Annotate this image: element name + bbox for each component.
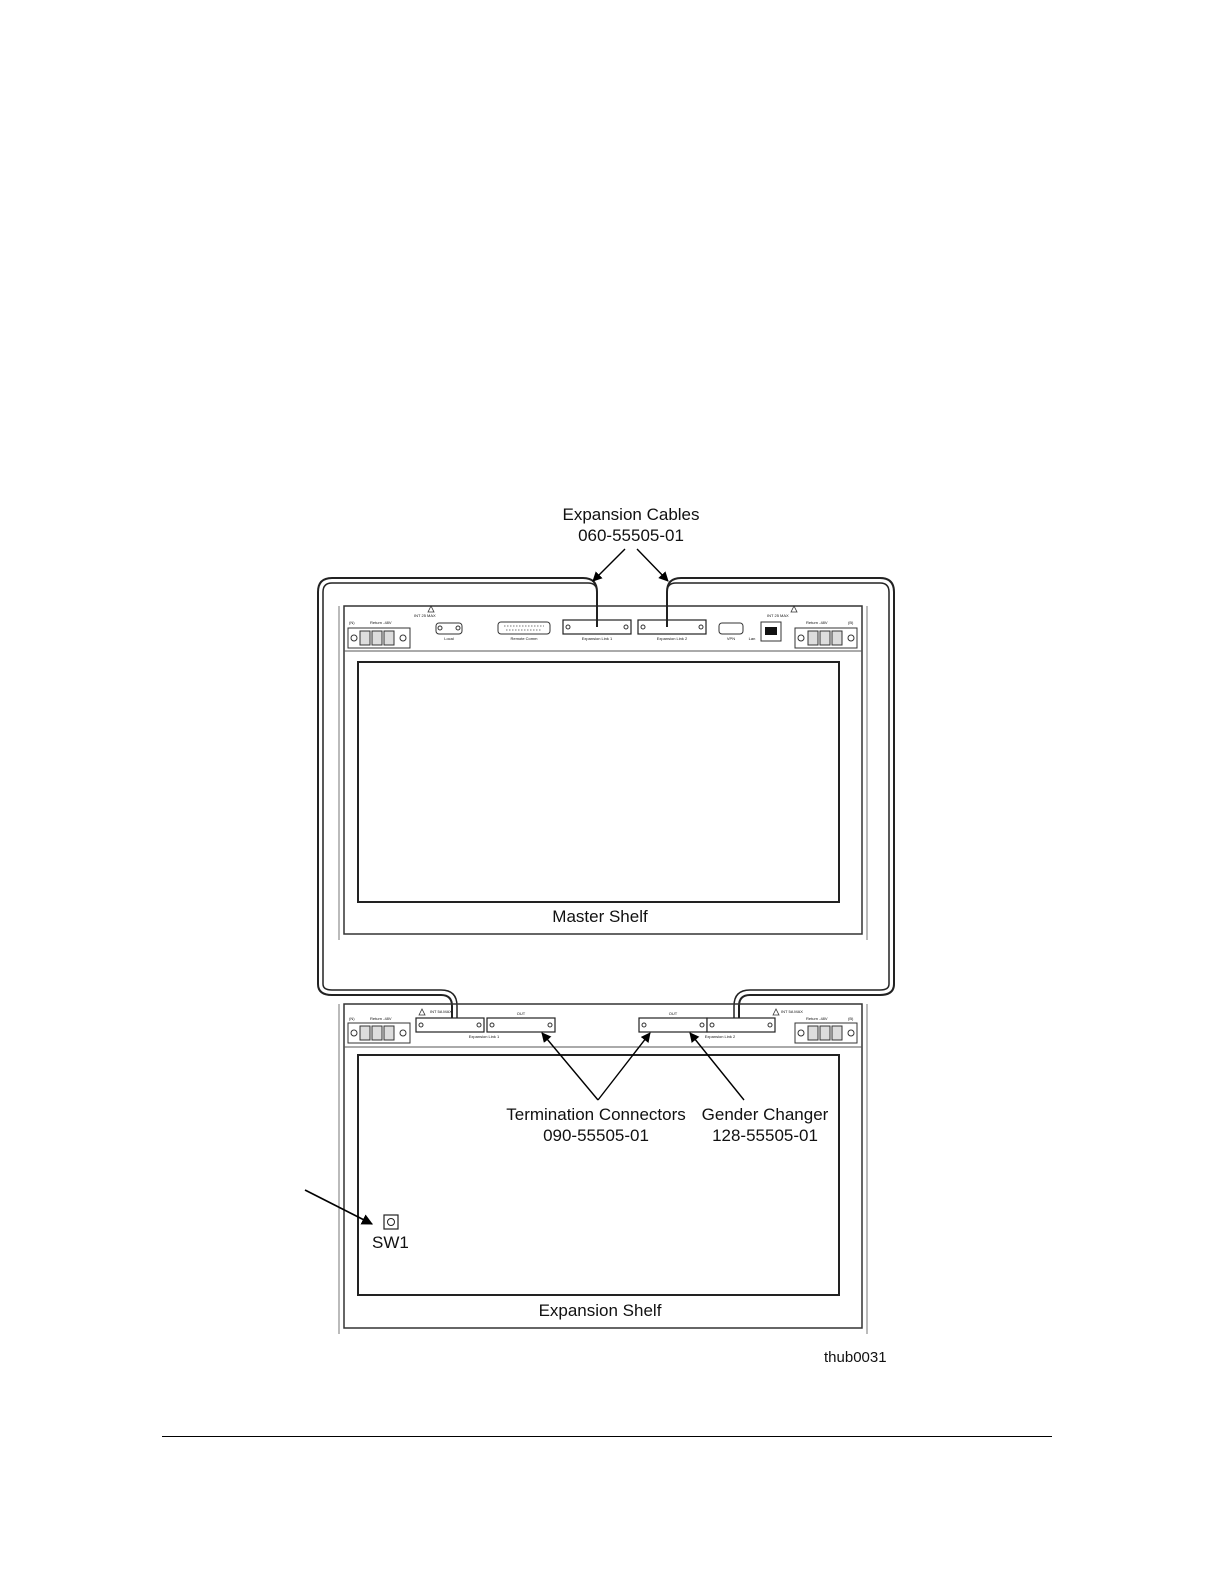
page-footer-rule bbox=[162, 1436, 1052, 1437]
expansion-link-1-port: Expansion Link 1 bbox=[415, 1017, 500, 1039]
expansion-cable-right bbox=[666, 577, 895, 1027]
master-remote-comm-port: Remote Comm bbox=[497, 621, 551, 641]
sw1-switch bbox=[383, 1214, 399, 1230]
power-terminal-label: Return -48V bbox=[806, 1016, 828, 1021]
gender-changer-title: Gender Changer bbox=[702, 1105, 829, 1124]
power-polarity-label: (B) bbox=[848, 1016, 854, 1021]
expansion-shelf-card-area bbox=[357, 1054, 840, 1296]
port-label: VPN bbox=[727, 636, 735, 641]
port-label: OUT bbox=[669, 1011, 678, 1016]
termination-connector-left: OUT bbox=[486, 1011, 556, 1033]
expansion-cables-title: Expansion Cables bbox=[562, 505, 699, 524]
expansion-cables-arrow-right bbox=[636, 548, 669, 582]
master-shelf: Master Shelf (N) Return -48V INT 25 MAX … bbox=[338, 605, 868, 940]
power-terminal-label: Return -48V bbox=[370, 1016, 392, 1021]
power-terminal-label: Return -48V bbox=[370, 620, 392, 625]
fuse-warning-label: INT 5A MAX bbox=[781, 1009, 803, 1014]
master-shelf-title: Master Shelf bbox=[552, 907, 648, 926]
sw1-callout: SW1 bbox=[304, 1189, 409, 1252]
termination-connectors-part: 090-55505-01 bbox=[543, 1126, 649, 1145]
port-label: Local bbox=[444, 636, 454, 641]
expansion-power-terminal-left: (N) Return -48V bbox=[347, 1016, 411, 1044]
port-label: Expansion Link 2 bbox=[657, 636, 688, 641]
expansion-shelf: Expansion Shelf (N) Return -48V INT 5A M… bbox=[338, 1003, 868, 1334]
master-power-terminal-left: (N) Return -48V bbox=[347, 620, 411, 649]
expansion-shelf-chassis bbox=[343, 1003, 863, 1329]
power-polarity-label: (B) bbox=[848, 620, 854, 625]
fuse-warning-label: INT 5A MAX bbox=[430, 1009, 452, 1014]
fuse-warning-label: INT 25 MAX bbox=[414, 613, 436, 618]
termination-arrow-left bbox=[541, 1032, 599, 1101]
power-polarity-label: (N) bbox=[349, 620, 355, 625]
power-terminal-label: Return -48V bbox=[806, 620, 828, 625]
fuse-warning-label: INT 25 MAX bbox=[767, 613, 789, 618]
master-shelf-card-area bbox=[357, 661, 840, 903]
gender-changer-arrow bbox=[689, 1032, 745, 1101]
sw1-arrow bbox=[304, 1189, 373, 1225]
port-label: OUT bbox=[517, 1011, 526, 1016]
termination-connectors-title: Termination Connectors bbox=[506, 1105, 686, 1124]
termination-connector-right: OUT bbox=[638, 1011, 708, 1033]
master-local-port: Local bbox=[435, 622, 463, 641]
figure-id: thub0031 bbox=[824, 1349, 887, 1366]
master-expansion-link-2-port: Expansion Link 2 bbox=[637, 619, 707, 641]
expansion-power-terminal-right: Return -48V (B) bbox=[794, 1016, 858, 1044]
expansion-cable-left bbox=[317, 577, 598, 1027]
master-vpn-port: VPN bbox=[718, 622, 744, 641]
termination-connectors-callout: Termination Connectors 090-55505-01 bbox=[506, 1032, 686, 1145]
port-label: Expansion Link 1 bbox=[469, 1034, 500, 1039]
port-label: Expansion Link 2 bbox=[705, 1034, 736, 1039]
expansion-shelf-title: Expansion Shelf bbox=[539, 1301, 662, 1320]
expansion-cables-arrow-left bbox=[592, 548, 626, 582]
expansion-cables-part: 060-55505-01 bbox=[578, 526, 684, 545]
termination-arrow-right bbox=[597, 1032, 651, 1101]
port-label: Remote Comm bbox=[511, 636, 539, 641]
master-power-terminal-right: Return -48V (B) bbox=[794, 620, 858, 649]
power-polarity-label: (N) bbox=[349, 1016, 355, 1021]
gender-changer-callout: Gender Changer 128-55505-01 bbox=[689, 1032, 829, 1145]
gender-changer-part: 128-55505-01 bbox=[712, 1126, 818, 1145]
port-label: Expansion Link 1 bbox=[582, 636, 613, 641]
expansion-cables-callout: Expansion Cables 060-55505-01 bbox=[562, 505, 700, 582]
master-lan-port: Lan bbox=[749, 621, 782, 642]
sw1-label: SW1 bbox=[372, 1233, 409, 1252]
port-label: Lan bbox=[749, 636, 756, 641]
expansion-link-2-port: Expansion Link 2 bbox=[705, 1017, 776, 1039]
